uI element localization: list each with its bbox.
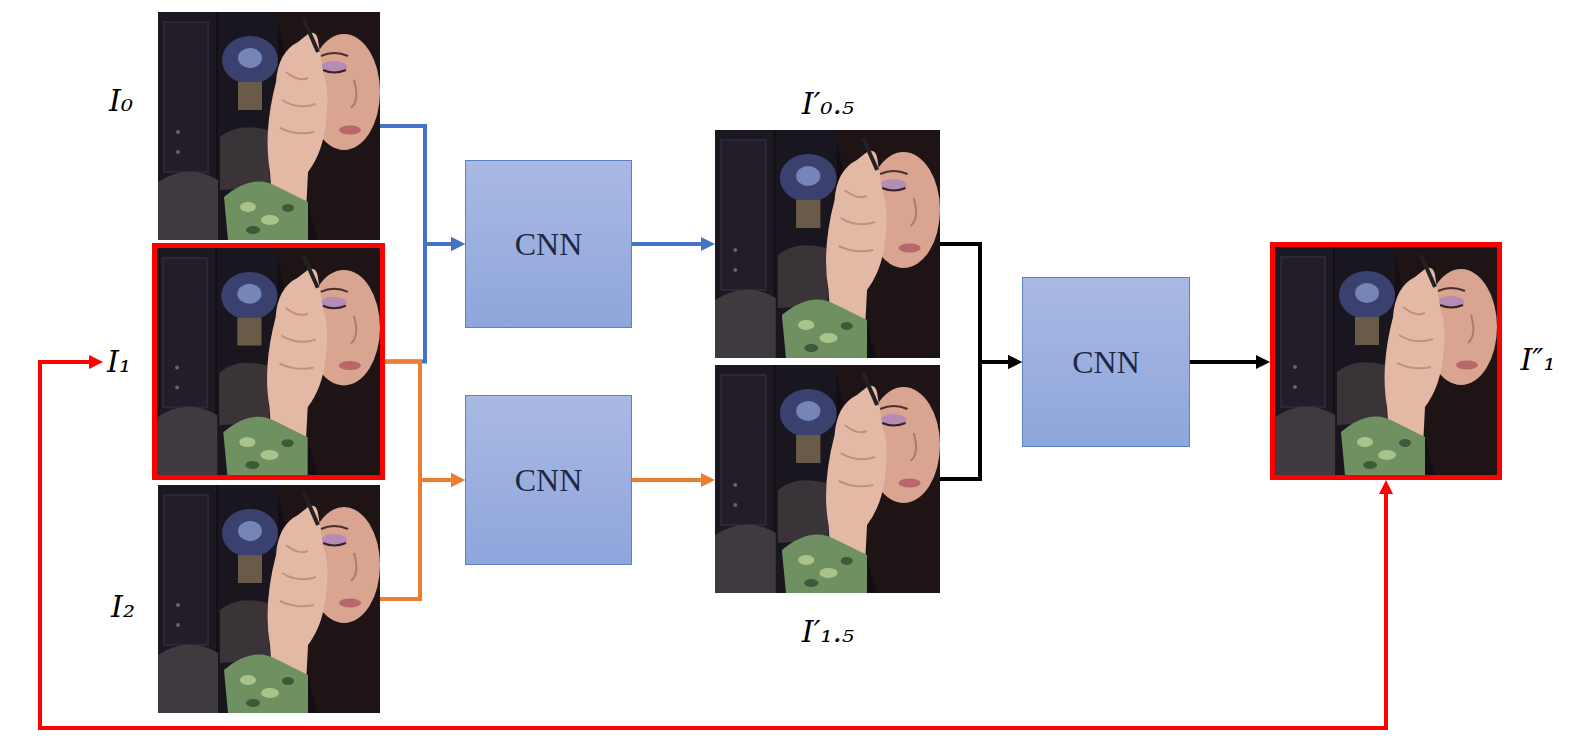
video-frame-photo <box>1275 247 1497 475</box>
process-box: CNN <box>465 395 632 565</box>
frame-label: I₀ <box>109 84 133 119</box>
connector-arrow <box>385 362 459 481</box>
image-frame: I₂ <box>107 485 380 713</box>
frame-label: I₂ <box>111 590 135 625</box>
image-frame: I₀ <box>105 12 380 240</box>
connector-arrow <box>380 126 459 244</box>
video-frame-photo <box>715 365 940 593</box>
box-label: CNN <box>515 226 583 263</box>
box-label: CNN <box>1072 344 1140 381</box>
connector-arrow <box>632 242 709 246</box>
video-frame-photo <box>715 130 940 358</box>
connector-arrow <box>940 362 1016 479</box>
image-frame: I″₁ <box>1270 242 1560 480</box>
image-frame: I′₁.₅ <box>715 365 940 653</box>
process-box: CNN <box>465 160 632 328</box>
connector-arrow <box>632 478 709 482</box>
photo-frame <box>715 130 940 358</box>
frame-label: I′₀.₅ <box>802 87 854 122</box>
frame-label: I₁ <box>107 345 131 380</box>
photo-frame <box>152 243 385 480</box>
connector-arrow <box>380 480 459 599</box>
box-label: CNN <box>515 462 583 499</box>
photo-frame <box>715 365 940 593</box>
video-frame-photo <box>158 485 380 713</box>
frame-label: I′₁.₅ <box>802 615 854 650</box>
video-frame-photo <box>158 12 380 240</box>
photo-frame <box>158 12 380 240</box>
photo-frame <box>158 485 380 713</box>
image-frame: I′₀.₅ <box>715 83 940 358</box>
process-box: CNN <box>1022 277 1190 447</box>
video-frame-photo <box>157 248 380 475</box>
image-frame: I₁ <box>103 243 385 480</box>
frame-label: I″₁ <box>1520 343 1555 378</box>
connector-arrow <box>385 244 459 362</box>
connector-arrow <box>1190 360 1264 364</box>
connector-arrow <box>940 244 1016 362</box>
photo-frame <box>1270 242 1502 480</box>
